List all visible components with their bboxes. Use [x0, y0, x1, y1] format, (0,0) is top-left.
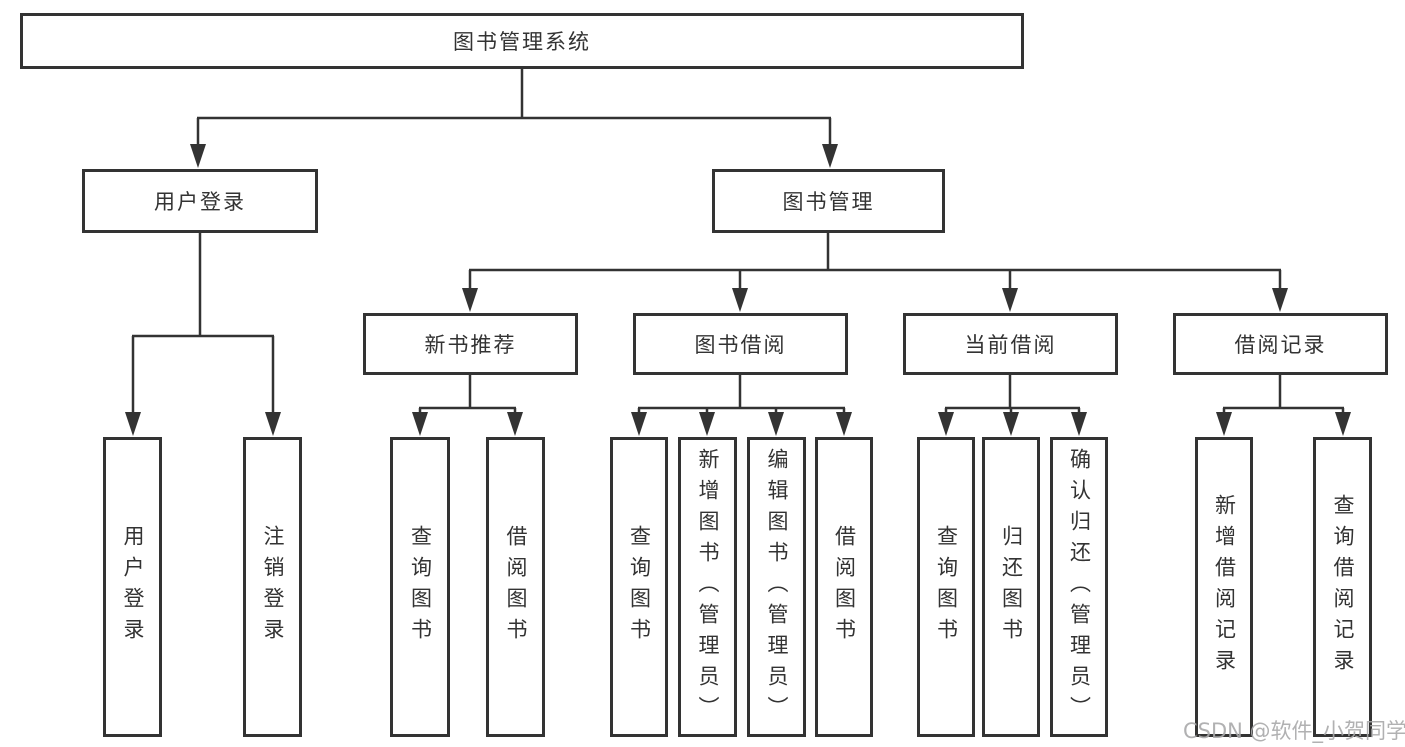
arrowhead [836, 412, 852, 436]
node-leaf-add-borrow-record: 新增借阅记录 [1195, 437, 1253, 737]
arrowhead [1272, 288, 1288, 312]
connector-borrowing-records-to-leaves [1222, 375, 1345, 418]
node-current-borrowing: 当前借阅 [903, 313, 1118, 375]
connector-current-borrowing-to-leaves [944, 375, 1081, 418]
node-leaf-confirm-return-admin: 确认归还（管理员） [1050, 437, 1108, 737]
node-label: 编辑图书（管理员） [765, 447, 789, 727]
arrowhead [1335, 412, 1351, 436]
arrowhead [462, 288, 478, 312]
node-leaf-borrow-books-2: 借阅图书 [815, 437, 873, 737]
node-user-login: 用户登录 [82, 169, 318, 233]
node-label: 查询图书 [408, 525, 433, 649]
watermark: CSDN @软件_小贺同学 [1183, 719, 1405, 743]
node-label: 图书借阅 [694, 333, 787, 357]
node-label: 新增借阅记录 [1212, 494, 1237, 680]
arrowhead [732, 288, 748, 312]
node-leaf-user-login: 用户登录 [103, 437, 162, 737]
arrowhead [190, 144, 206, 168]
arrowhead [1002, 288, 1018, 312]
arrowhead [768, 412, 784, 436]
node-label: 借阅图书 [832, 525, 857, 649]
connector-user-login-to-leaves [131, 233, 275, 418]
node-root: 图书管理系统 [20, 13, 1024, 69]
arrowhead [631, 412, 647, 436]
node-label: 查询图书 [934, 525, 959, 649]
node-leaf-logout: 注销登录 [243, 437, 302, 737]
node-book-borrowing: 图书借阅 [633, 313, 848, 375]
node-leaf-query-borrow-record: 查询借阅记录 [1313, 437, 1372, 737]
connector-book-management-to-level3 [468, 233, 1282, 294]
arrowhead [1071, 412, 1087, 436]
node-label: 新书推荐 [424, 333, 517, 357]
node-label: 查询图书 [627, 525, 652, 649]
node-label: 用户登录 [121, 525, 145, 649]
node-leaf-return-books: 归还图书 [982, 437, 1040, 737]
connector-root-to-level2 [196, 69, 832, 150]
node-leaf-borrow-books-1: 借阅图书 [486, 437, 545, 737]
node-label: 用户登录 [154, 190, 246, 214]
arrowhead [822, 144, 838, 168]
node-borrowing-records: 借阅记录 [1173, 313, 1388, 375]
arrowhead [938, 412, 954, 436]
connector-new-book-recommend-to-leaves [418, 375, 517, 418]
node-label: 归还图书 [999, 525, 1024, 649]
arrowhead [412, 412, 428, 436]
connector-book-borrowing-to-leaves [637, 375, 846, 418]
node-label: 图书管理 [782, 190, 875, 214]
node-leaf-edit-books-admin: 编辑图书（管理员） [747, 437, 806, 737]
node-new-book-recommend: 新书推荐 [363, 313, 578, 375]
arrowhead [265, 412, 281, 436]
arrowhead [507, 412, 523, 436]
node-book-management: 图书管理 [712, 169, 945, 233]
arrowhead [1003, 412, 1019, 436]
node-label: 注销登录 [261, 525, 285, 649]
arrowhead [1216, 412, 1232, 436]
node-label: 确认归还（管理员） [1067, 447, 1092, 727]
node-label: 查询借阅记录 [1331, 494, 1355, 680]
node-label: 新增图书（管理员） [696, 447, 720, 727]
node-leaf-query-books-1: 查询图书 [390, 437, 450, 737]
node-label: 借阅图书 [504, 525, 528, 649]
node-leaf-add-books-admin: 新增图书（管理员） [678, 437, 737, 737]
node-leaf-query-books-2: 查询图书 [610, 437, 668, 737]
arrowhead [125, 412, 141, 436]
node-label: 图书管理系统 [453, 30, 591, 54]
arrowhead [699, 412, 715, 436]
node-leaf-query-books-3: 查询图书 [917, 437, 975, 737]
node-label: 借阅记录 [1234, 333, 1327, 357]
node-label: 当前借阅 [964, 333, 1057, 357]
